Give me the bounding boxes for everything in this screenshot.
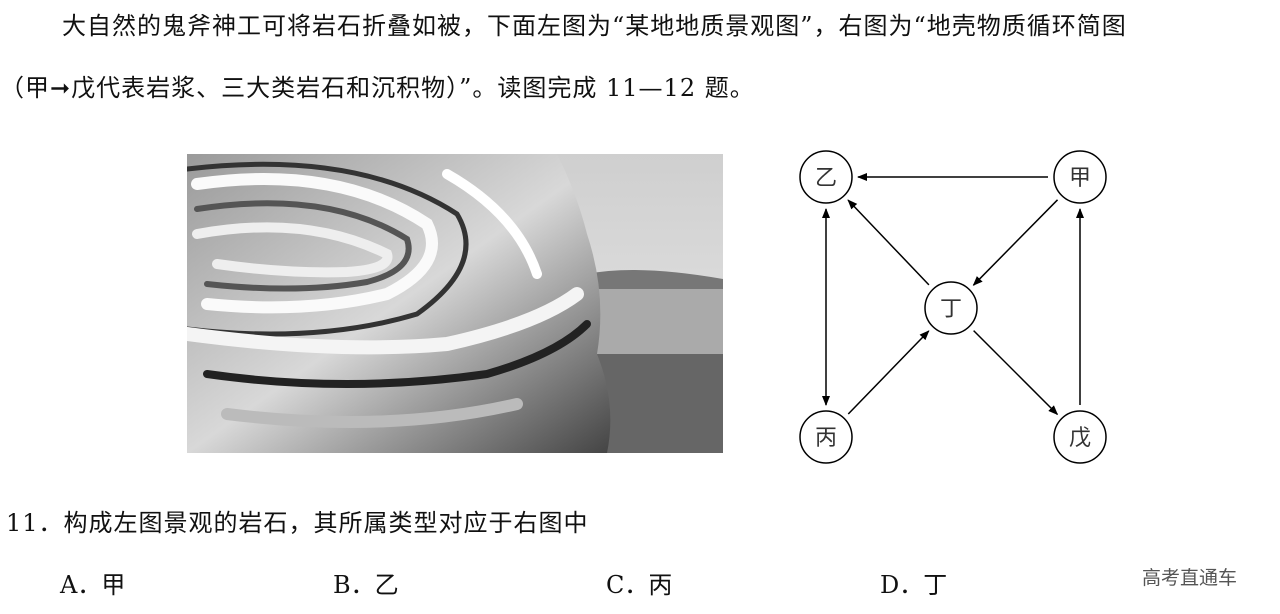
- node-yi: 乙: [799, 150, 853, 204]
- node-circle: [799, 150, 853, 204]
- option-d[interactable]: D．丁: [880, 565, 947, 600]
- option-text: 丙: [648, 571, 673, 599]
- node-bing: 丙: [799, 410, 853, 464]
- option-b[interactable]: B．乙: [333, 565, 399, 600]
- arrow-丙-丁: [847, 330, 930, 415]
- intro-line-1: 大自然的鬼斧神工可将岩石折叠如被，下面左图为“某地地质景观图”，右图为“地壳物质…: [62, 12, 1127, 40]
- arrow-甲-丁: [972, 199, 1059, 286]
- geological-landscape-photo: [187, 154, 723, 453]
- node-circle: [1053, 150, 1107, 204]
- node-label: 丁: [940, 297, 962, 322]
- watermark: 高考直通车: [1142, 567, 1238, 589]
- node-label: 乙: [815, 166, 837, 191]
- node-label: 甲: [1069, 166, 1091, 191]
- node-wu: 戊: [1053, 410, 1107, 464]
- option-letter: A．: [60, 571, 102, 599]
- node-ding: 丁: [924, 281, 978, 335]
- option-letter: C．: [606, 571, 649, 599]
- node-circle: [1053, 410, 1107, 464]
- node-circle: [924, 281, 978, 335]
- option-letter: B．: [333, 571, 375, 599]
- node-jia: 甲: [1053, 150, 1107, 204]
- question-stem: 11．构成左图景观的岩石，其所属类型对应于右图中: [6, 509, 589, 537]
- intro-line-2: （甲➞戊代表岩浆、三大类岩石和沉积物）”。读图完成 11—12 题。: [0, 74, 755, 102]
- node-label: 丙: [815, 426, 837, 451]
- arrow-丁-乙: [847, 199, 930, 286]
- arrow-丁-戊: [973, 330, 1059, 416]
- option-a[interactable]: A．甲: [60, 565, 125, 600]
- node-label: 戊: [1069, 426, 1091, 451]
- option-text: 丁: [923, 571, 948, 599]
- option-text: 甲: [101, 571, 126, 599]
- node-circle: [799, 410, 853, 464]
- option-c[interactable]: C．丙: [606, 565, 672, 600]
- option-text: 乙: [374, 571, 399, 599]
- option-letter: D．: [880, 571, 924, 599]
